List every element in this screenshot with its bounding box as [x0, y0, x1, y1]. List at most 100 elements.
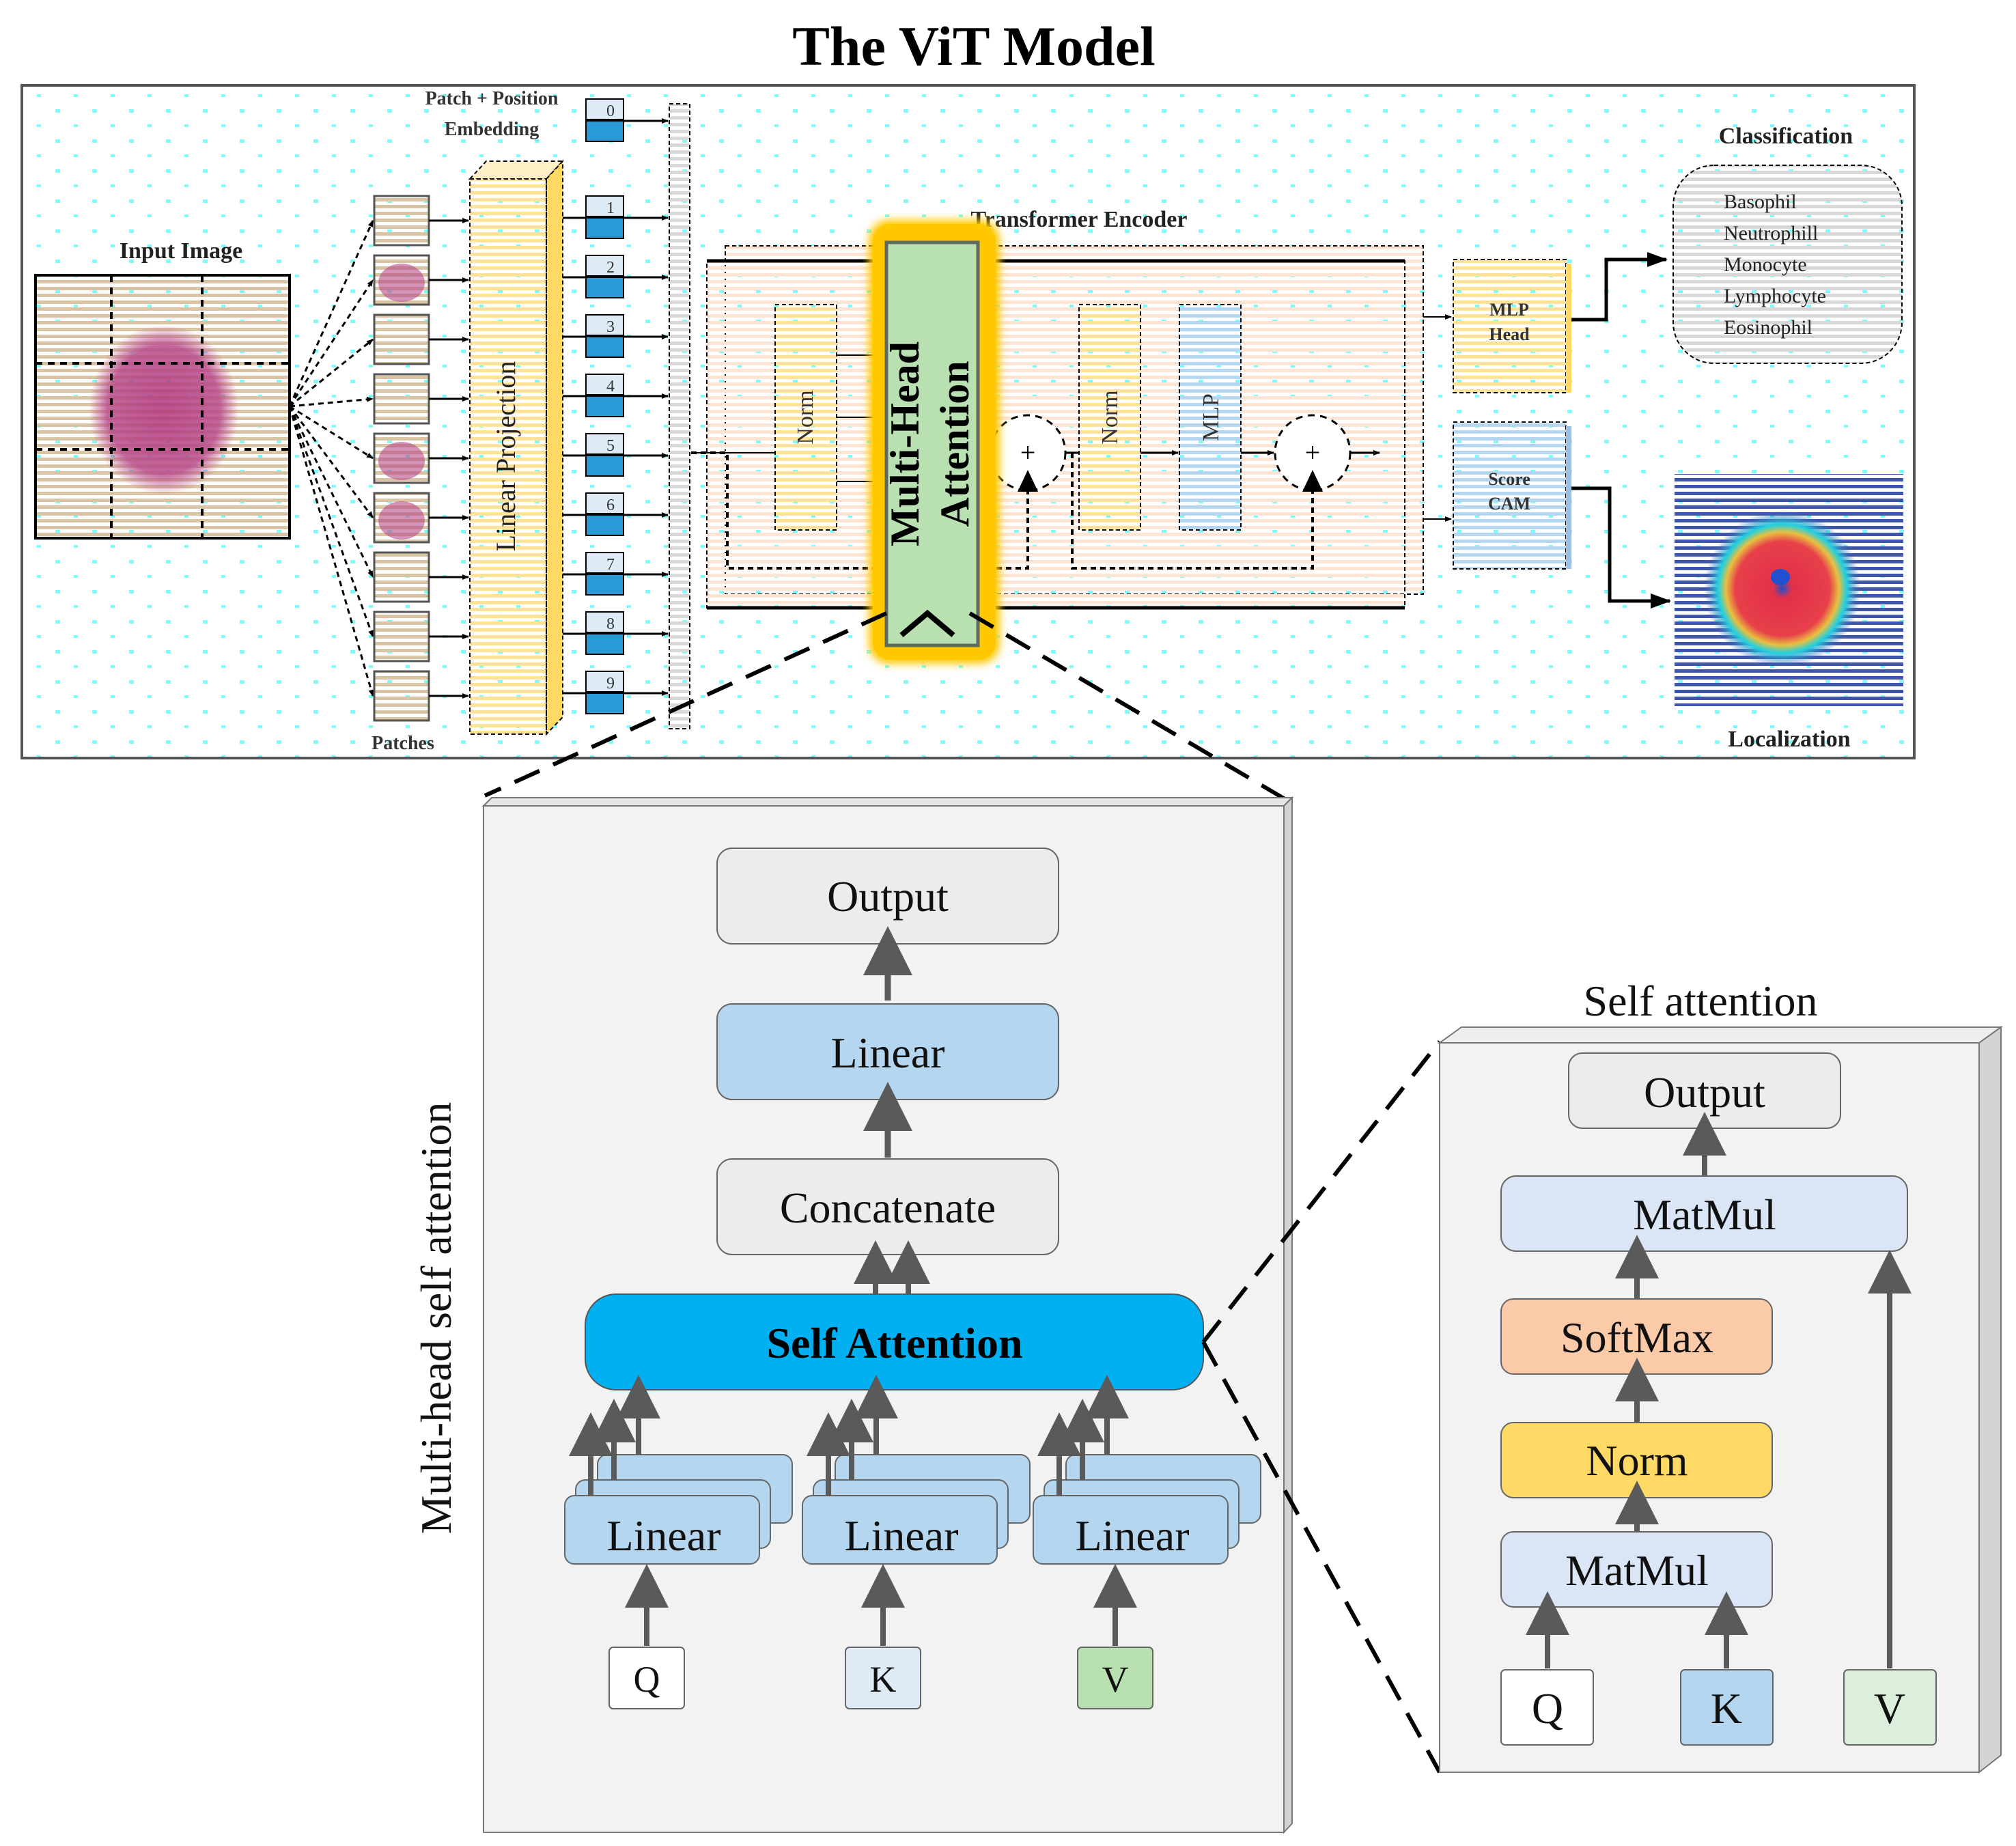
- sa-matmul-top-box: [1500, 1175, 1908, 1252]
- score-cam-label-line2: CAM: [1488, 494, 1530, 514]
- sa-matmul-bottom-label: MatMul: [1565, 1546, 1709, 1595]
- mha-label-line1: Multi-Head: [882, 341, 927, 546]
- patch-tile: [373, 254, 430, 306]
- position-embedding-token: 4: [585, 374, 624, 417]
- position-index: 0: [606, 102, 615, 120]
- split-line: [288, 220, 374, 407]
- split-line: [288, 406, 374, 637]
- position-embedding-token: 0: [585, 98, 624, 142]
- class-label: Basophil: [1724, 191, 1797, 213]
- split-line: [288, 279, 374, 407]
- figure-title: The ViT Model: [792, 15, 1156, 77]
- mlp-head-label-line2: Head: [1489, 324, 1530, 344]
- position-embeddings: 0 1 2 3 4 5 6 7 8 9: [563, 98, 669, 714]
- mhsa-k-label: K: [870, 1659, 897, 1700]
- mhsa-k-box: [845, 1647, 921, 1709]
- mhsa-v-label: V: [1102, 1659, 1129, 1700]
- patch-split-lines: [288, 220, 374, 697]
- mhsa-v-box: [1077, 1647, 1153, 1709]
- sa-q-label: Q: [1532, 1684, 1563, 1733]
- patch-tile: [373, 611, 430, 662]
- class-label: Neutrophill: [1724, 222, 1818, 244]
- transformer-encoder-label: Transformer Encoder: [971, 207, 1188, 232]
- mhsa-q-box: [608, 1647, 685, 1709]
- mhsa-q-label: Q: [634, 1659, 660, 1700]
- position-embedding-token: 9: [585, 671, 624, 714]
- transformer-encoder-block: Norm + Norm MLP +: [691, 245, 1424, 610]
- linear-projection-block: Linear Projection: [468, 159, 565, 736]
- sa-norm-label: Norm: [1586, 1436, 1688, 1485]
- position-embedding-token: 8: [585, 611, 624, 655]
- chevron-up-icon: [899, 609, 955, 638]
- split-line: [288, 406, 374, 518]
- zoom-connector-left: [484, 611, 888, 798]
- position-index: 8: [606, 615, 615, 633]
- position-embedding-token: 1: [585, 195, 624, 239]
- position-embedding-token: 3: [585, 314, 624, 358]
- localization-label: Localization: [1728, 727, 1851, 752]
- position-index: 6: [606, 497, 615, 514]
- vit-overview-panel: Input Image Patches Linear Projection Pa…: [20, 84, 1916, 759]
- position-embedding-token: 7: [585, 552, 624, 596]
- classification-output: BasophilNeutrophillMonocyteLymphocyteEos…: [1672, 165, 1903, 364]
- position-index: 7: [606, 556, 615, 574]
- patch-tile: [373, 373, 430, 425]
- mlp-head-block: MLP Head: [1453, 259, 1571, 393]
- sa-q-box: [1500, 1669, 1594, 1746]
- mhsa-output-label: Output: [827, 872, 949, 921]
- localization-heatmap: [1675, 474, 1903, 706]
- norm-block-2: [1078, 304, 1141, 531]
- mlp-head-label-line1: MLP: [1489, 300, 1529, 320]
- split-line: [288, 406, 374, 697]
- zoom-connector-sa-top: [1201, 1040, 1442, 1343]
- norm-2-label: Norm: [1097, 390, 1123, 444]
- split-line: [289, 338, 374, 408]
- input-image: [34, 274, 291, 540]
- patch-tile: [373, 432, 430, 484]
- norm-1-label: Norm: [793, 390, 818, 444]
- linear-head-label: Linear: [1076, 1511, 1190, 1560]
- patches-label: Patches: [372, 733, 434, 754]
- score-cam-label-line1: Score: [1488, 469, 1530, 489]
- patches-column: [373, 195, 469, 722]
- score-cam-block: Score CAM: [1453, 421, 1571, 570]
- patch-tile: [373, 551, 430, 603]
- linear-head-label: Linear: [845, 1511, 959, 1560]
- plus-icon: +: [1305, 437, 1321, 468]
- multi-head-attention-block[interactable]: Multi-Head Attention: [869, 220, 1000, 664]
- input-image-label: Input Image: [120, 238, 242, 264]
- split-line: [289, 396, 374, 408]
- self-attention-label: Self Attention: [766, 1319, 1022, 1367]
- linear-stack: Linear: [564, 1375, 793, 1565]
- mlp-block: [1179, 304, 1242, 531]
- position-index: 4: [606, 378, 615, 395]
- sa-v-label: V: [1874, 1684, 1905, 1733]
- sa-matmul-top-label: MatMul: [1633, 1190, 1776, 1239]
- position-embedding-token: 6: [585, 492, 624, 536]
- patch-tile: [373, 195, 430, 247]
- zoom-connector-right: [968, 611, 1292, 805]
- linear-stack: Linear: [1033, 1375, 1261, 1565]
- sa-k-label: K: [1711, 1684, 1742, 1733]
- norm-block-1: [774, 304, 837, 531]
- embedding-label-line1: Patch + Position: [425, 88, 559, 109]
- position-embedding-token: 5: [585, 433, 624, 477]
- mlp-label: MLP: [1199, 393, 1224, 441]
- multi-head-self-attention-panel: Multi-head self attention Output Linear …: [412, 796, 1294, 1834]
- sa-v-box: [1843, 1669, 1937, 1746]
- class-label: Eosinophil: [1724, 316, 1812, 339]
- mhsa-side-label: Multi-head self attention: [412, 1102, 460, 1535]
- split-line: [288, 406, 374, 578]
- position-index: 1: [606, 199, 615, 217]
- position-index: 9: [606, 675, 615, 693]
- class-label: Lymphocyte: [1724, 285, 1826, 307]
- softmax-label: SoftMax: [1560, 1313, 1713, 1362]
- self-attention-panel: Self attention Output MatMul SoftMax Nor…: [1437, 977, 2004, 1774]
- sa-output-label: Output: [1644, 1068, 1765, 1117]
- position-embedding-token: 2: [585, 255, 624, 298]
- sa-k-box: [1680, 1669, 1774, 1746]
- token-sequence-bar: [669, 103, 690, 729]
- position-index: 2: [606, 259, 615, 277]
- position-index: 5: [606, 437, 615, 455]
